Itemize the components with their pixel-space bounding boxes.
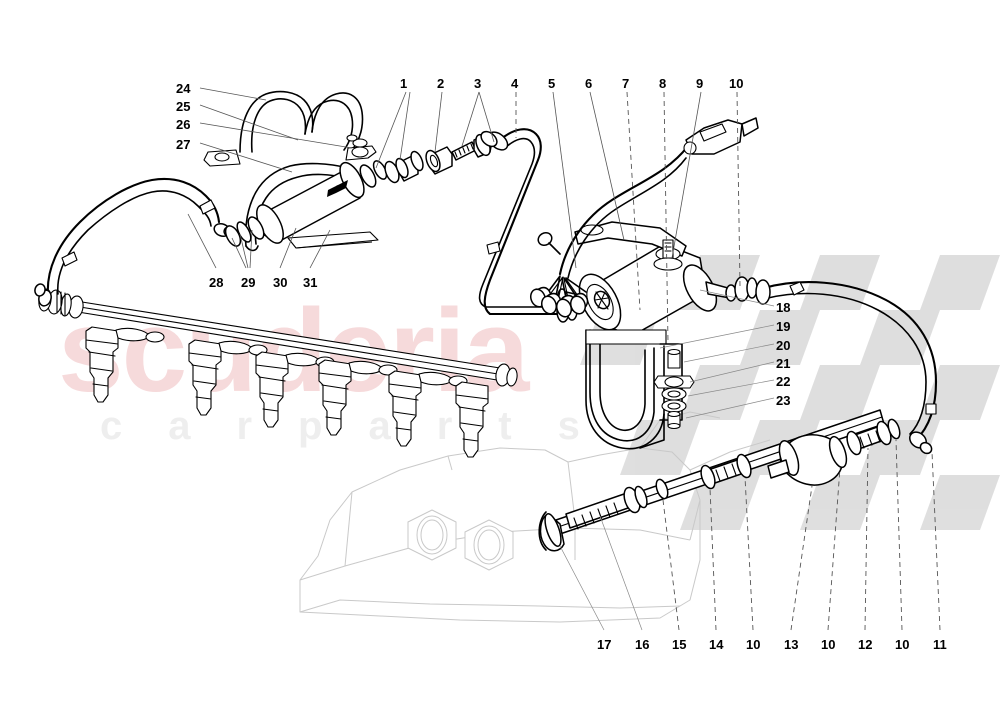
flow-direction-arrow xyxy=(327,180,348,197)
callout-10-b2: 10 xyxy=(821,637,836,652)
callout-10-top: 10 xyxy=(729,76,744,91)
callout-24: 24 xyxy=(176,81,191,96)
filter-retaining-clamp xyxy=(203,90,377,252)
callout-25: 25 xyxy=(176,99,191,114)
callout-6: 6 xyxy=(585,76,593,91)
callout-8: 8 xyxy=(659,76,667,91)
fuel-rail-assembly xyxy=(38,288,518,458)
injector xyxy=(188,339,268,416)
callout-9: 9 xyxy=(696,76,704,91)
pump-wiring-harness xyxy=(529,117,759,318)
fuel-pump-assembly xyxy=(557,221,758,337)
callout-2: 2 xyxy=(437,76,445,91)
callout-11: 11 xyxy=(933,637,947,652)
callout-22: 22 xyxy=(776,374,791,389)
callout-20: 20 xyxy=(776,338,791,353)
callout-29: 29 xyxy=(241,275,256,290)
callout-13: 13 xyxy=(784,637,799,652)
rail-right-fitting xyxy=(495,363,518,387)
callout-31: 31 xyxy=(303,275,318,290)
callout-10-b1: 10 xyxy=(746,637,761,652)
rail-left-fitting xyxy=(38,288,84,319)
callout-3: 3 xyxy=(474,76,482,91)
callout-16: 16 xyxy=(635,637,650,652)
engine-block xyxy=(299,411,771,623)
left-arc-hose xyxy=(34,177,237,307)
callout-12: 12 xyxy=(858,637,873,652)
callout-7: 7 xyxy=(622,76,630,91)
hex-boss-left xyxy=(407,509,457,561)
callout-21: 21 xyxy=(776,356,791,371)
hex-boss-right xyxy=(464,519,514,571)
pump-mounting-cradle xyxy=(585,329,695,450)
callout-1: 1 xyxy=(400,76,408,91)
callout-18: 18 xyxy=(776,300,791,315)
callout-14: 14 xyxy=(709,637,724,652)
injector xyxy=(85,326,165,403)
callout-10-b3: 10 xyxy=(895,637,910,652)
injector xyxy=(388,370,468,447)
leader-lines xyxy=(187,87,941,631)
callout-4: 4 xyxy=(511,76,519,91)
callout-27: 27 xyxy=(176,137,191,152)
inline-filter xyxy=(767,434,848,486)
callout-28: 28 xyxy=(209,275,224,290)
fuel-filter-cylinder xyxy=(224,160,388,249)
injector xyxy=(455,381,489,458)
callout-15: 15 xyxy=(672,637,687,652)
callout-5: 5 xyxy=(548,76,556,91)
callout-17: 17 xyxy=(597,637,612,652)
callout-19: 19 xyxy=(776,319,791,334)
fitting-chain-1-2-3 xyxy=(384,133,493,184)
callout-26: 26 xyxy=(176,117,191,132)
diagonal-fuel-line xyxy=(538,409,901,552)
injector xyxy=(318,359,398,436)
callout-30: 30 xyxy=(273,275,288,290)
right-arc-hose xyxy=(755,279,938,455)
callout-23: 23 xyxy=(776,393,791,408)
